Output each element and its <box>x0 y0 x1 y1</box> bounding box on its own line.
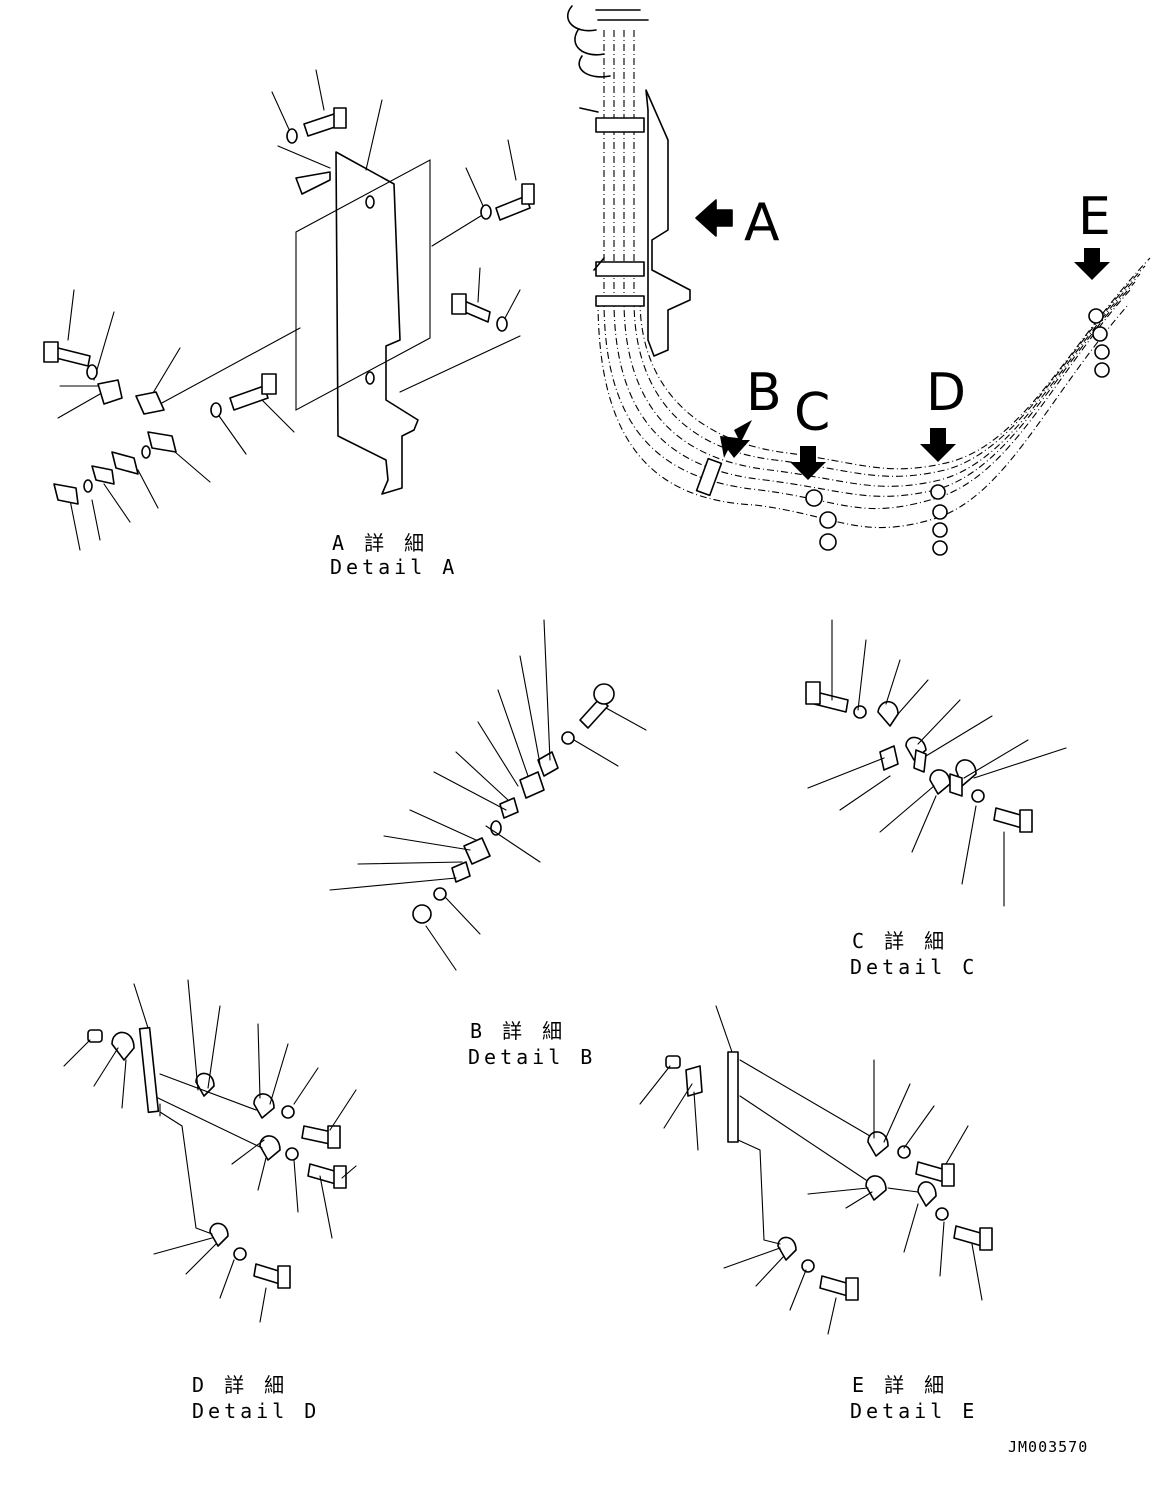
detail-a-caption-jp: A 詳 細 <box>332 531 428 555</box>
detail-b-illustration: B 詳 細 Detail B <box>329 619 647 1069</box>
callout-e: E <box>1078 187 1111 247</box>
detail-d-caption-en: Detail D <box>192 1399 320 1423</box>
detail-d-caption-jp: D 詳 細 <box>192 1373 288 1397</box>
callout-b: B <box>746 363 782 423</box>
detail-a-caption-en: Detail A <box>330 555 458 579</box>
detail-e-illustration: E 詳 細 Detail E <box>639 1005 993 1423</box>
detail-e-caption-jp: E 詳 細 <box>852 1373 948 1397</box>
callout-a: A <box>744 193 780 253</box>
detail-b-caption-jp: B 詳 細 <box>470 1019 566 1043</box>
detail-c-caption-en: Detail C <box>850 955 978 979</box>
detail-b-caption-en: Detail B <box>468 1045 596 1069</box>
detail-e-caption-en: Detail E <box>850 1399 978 1423</box>
detail-a-illustration: A 詳 細 Detail A <box>43 69 535 579</box>
hose-routing-overview: A B C D E <box>566 5 1151 556</box>
callout-c: C <box>794 383 830 443</box>
callout-d: D <box>926 363 966 423</box>
drawing-number: JM003570 <box>1008 1438 1088 1456</box>
detail-c-illustration: C 詳 細 Detail C <box>805 619 1067 979</box>
detail-c-caption-jp: C 詳 細 <box>852 929 948 953</box>
detail-d-illustration: D 詳 細 Detail D <box>63 979 357 1423</box>
